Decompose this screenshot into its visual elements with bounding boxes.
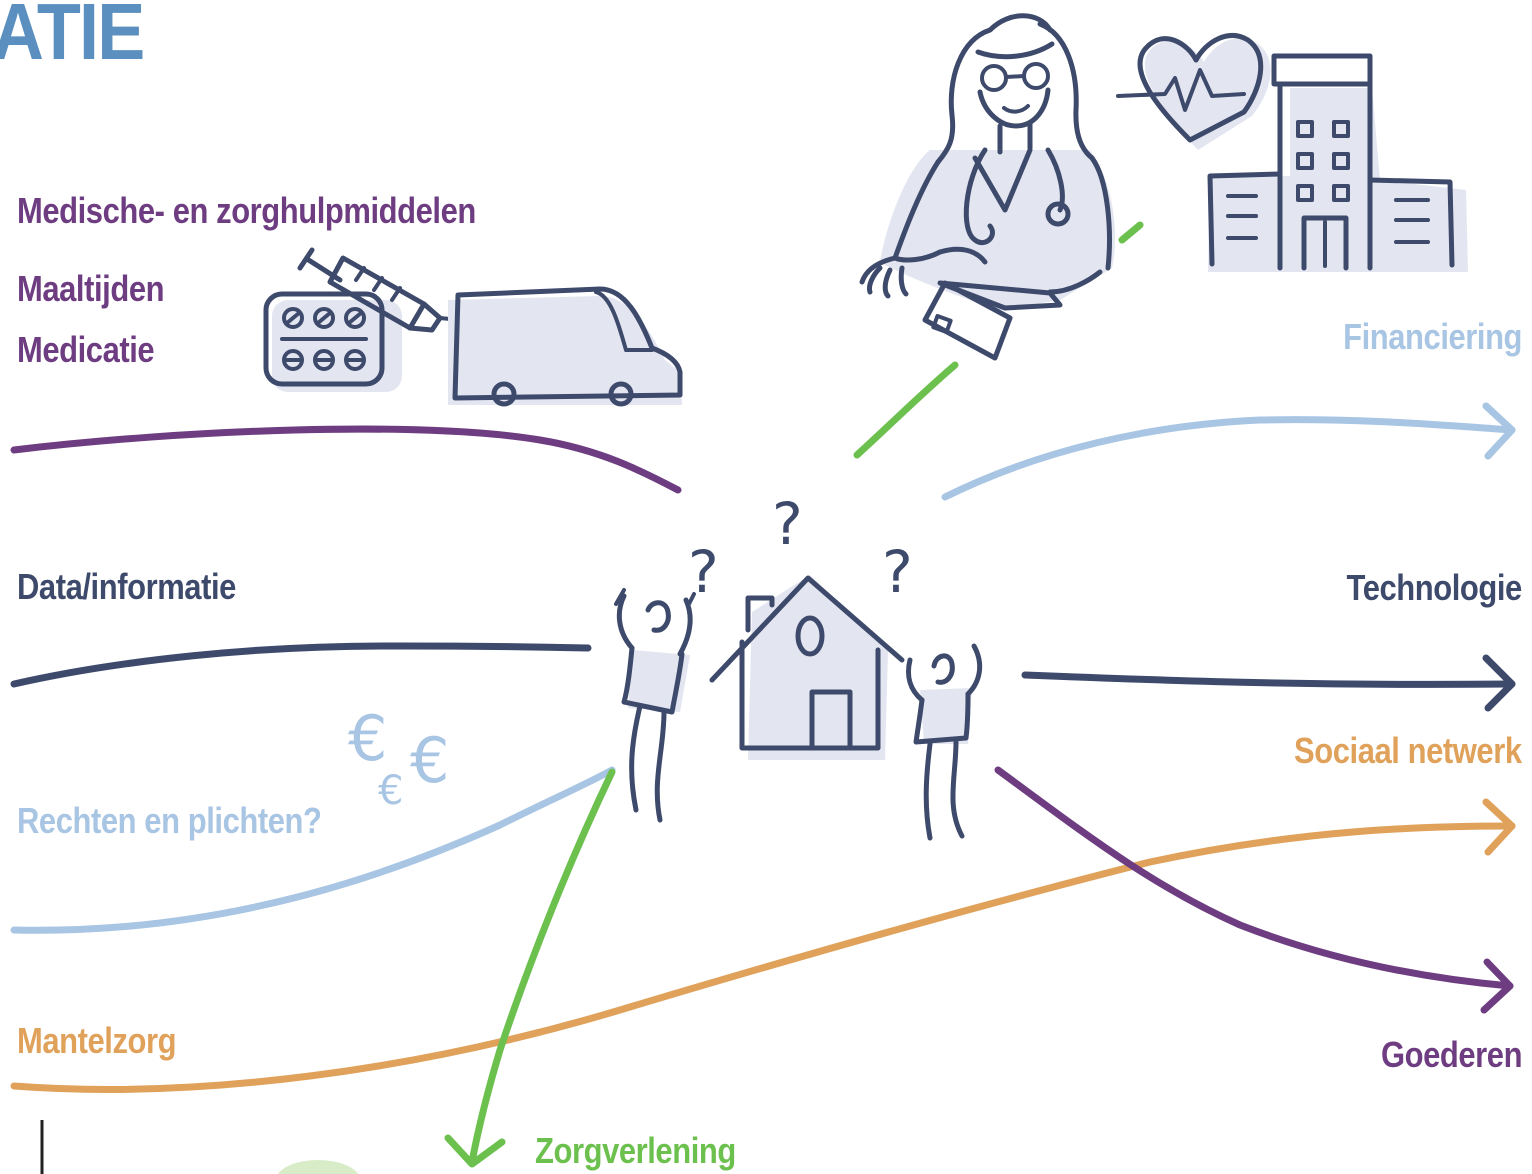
label-medicatie: Medicatie [17, 329, 155, 370]
label-zorgverlening: Zorgverlening [535, 1130, 736, 1171]
flow-line-goederen [994, 766, 1514, 990]
flow-line-to-doctor-top [1118, 221, 1144, 244]
delivery-van-icon [448, 286, 683, 407]
euro-symbol-large: € [348, 702, 387, 775]
flow-line-rechten [10, 766, 616, 934]
heart-rate-icon [1116, 33, 1271, 150]
person-left-icon [614, 588, 696, 823]
label-mantelzorg: Mantelzorg [17, 1020, 177, 1061]
doctor-icon [859, 13, 1116, 361]
flow-arrowhead-goederen [1480, 958, 1514, 1014]
page-title-fragment: ATIE [0, 0, 145, 76]
label-sociaal-netwerk: Sociaal netwerk [1294, 730, 1522, 771]
flow-arrowhead-zorgverlening [444, 1134, 506, 1168]
stray-green-blob [277, 1160, 359, 1174]
flow-line-medische [10, 425, 682, 494]
label-data-informatie: Data/informatie [17, 566, 236, 607]
label-technologie: Technologie [1346, 567, 1523, 608]
euro-symbol-small: € [378, 768, 403, 814]
flow-line-technologie [1021, 671, 1516, 688]
flow-line-data [10, 642, 592, 688]
label-financiering: Financiering [1343, 316, 1522, 357]
flow-line-to-doctor [853, 361, 959, 459]
flow-line-zorgverlening [468, 768, 616, 1166]
flow-arrowhead-technologie [1482, 654, 1516, 712]
hospital-icon [1207, 53, 1468, 272]
flow-arrowhead-sociaal [1482, 798, 1516, 856]
question-mark-right: ? [882, 538, 913, 606]
label-maaltijden: Maaltijden [17, 268, 165, 309]
question-mark-center: ? [772, 490, 803, 558]
house-icon [709, 575, 905, 760]
label-medische-hulpmiddelen: Medische- en zorghulpmiddelen [17, 190, 476, 231]
euro-symbol-right: € [410, 724, 449, 797]
label-goederen: Goederen [1380, 1034, 1523, 1075]
flow-line-financiering [941, 416, 1516, 501]
flow-arrowhead-financiering [1482, 402, 1516, 460]
pill-blister-icon [263, 291, 402, 392]
question-mark-left: ? [688, 538, 719, 606]
label-rechten-plichten: Rechten en plichten? [17, 800, 322, 841]
person-right-icon [906, 643, 983, 841]
flow-line-mantelzorg [10, 822, 1516, 1093]
